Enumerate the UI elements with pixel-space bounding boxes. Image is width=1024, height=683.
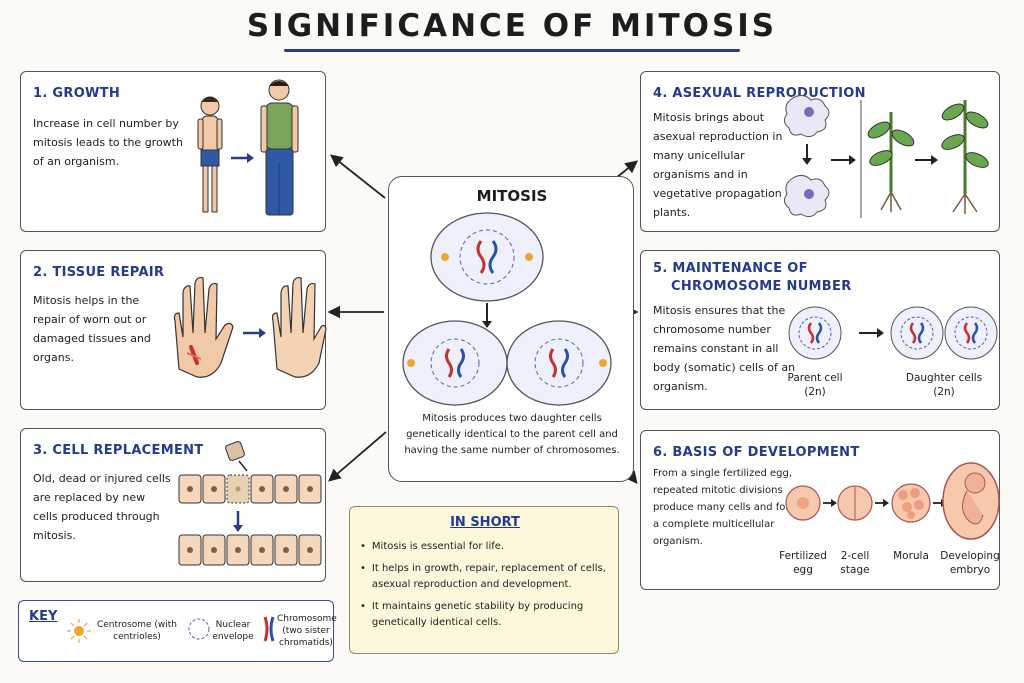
daughter-cells-label-text: Daughter cells xyxy=(905,372,983,384)
key-icons xyxy=(67,616,275,643)
card-chromosome-number: 5. MAINTENANCE OF CHROMOSOME NUMBER Mito… xyxy=(640,250,1000,410)
card-tissue-repair: 2. TISSUE REPAIR Mitosis helps in the re… xyxy=(20,250,327,410)
growth-text: Increase in cell number by mitosis leads… xyxy=(33,117,183,168)
parent-cell-icon xyxy=(430,212,544,302)
development-illustration xyxy=(785,462,1000,540)
growth-title: 1. GROWTH xyxy=(33,86,121,101)
chromosome-number-title-2: CHROMOSOME NUMBER xyxy=(671,279,852,294)
arrow-to-cell-replacement xyxy=(328,431,387,482)
development-text: From a single fertilized egg, repeated m… xyxy=(653,468,800,547)
in-short-box: IN SHORT • Mitosis is essential for life… xyxy=(349,506,619,654)
key-label-nuclear-envelope: Nuclear envelope xyxy=(212,620,254,642)
arrow-to-growth xyxy=(330,154,386,199)
developing-embryo-icon xyxy=(942,462,1000,540)
bullet-icon: • xyxy=(360,601,366,612)
tissue-repair-text: Mitosis helps in the repair of worn out … xyxy=(33,294,151,364)
new-cell-layer xyxy=(178,534,322,566)
in-short-point: • It maintains genetic stability by prod… xyxy=(360,599,612,631)
asexual-text: Mitosis brings about asexual reproductio… xyxy=(653,111,796,219)
card-cell-replacement: 3. CELL REPLACEMENT Old, dead or injured… xyxy=(20,428,326,582)
in-short-point-text: It helps in growth, repair, replacement … xyxy=(371,563,606,590)
card-growth: 1. GROWTH Increase in cell number by mit… xyxy=(20,71,326,232)
parent-cell-label: Parent cell (2n) xyxy=(783,371,847,399)
injured-hand-icon xyxy=(173,276,234,378)
old-cell-layer xyxy=(178,474,322,504)
chromosome-number-title-1: 5. MAINTENANCE OF xyxy=(653,261,808,276)
key-label-centrosome: Centrosome (with centrioles) xyxy=(96,620,178,642)
development-title: 6. BASIS OF DEVELOPMENT xyxy=(653,445,860,460)
stage-label-two-cell: 2-cell stage xyxy=(840,550,870,576)
chromosome-number-illustration xyxy=(788,306,998,360)
asexual-illustration xyxy=(783,94,989,218)
dead-cell-icon xyxy=(225,441,245,461)
stage-label-morula: Morula xyxy=(893,550,929,562)
daughter-cell-2n-right-icon xyxy=(944,306,998,360)
stage-label-embryo: Developing embryo xyxy=(940,550,1000,576)
bullet-icon: • xyxy=(360,541,366,552)
mitosis-heading: MITOSIS xyxy=(476,187,548,205)
cell-replacement-title: 3. CELL REPLACEMENT xyxy=(33,443,204,458)
page-title: SIGNIFICANCE OF MITOSIS xyxy=(246,8,778,44)
asexual-title: 4. ASEXUAL REPRODUCTION xyxy=(653,86,866,101)
tissue-repair-title: 2. TISSUE REPAIR xyxy=(33,265,165,280)
healed-hand-icon xyxy=(271,276,327,378)
stage-label-fertilized-egg: Fertilized egg xyxy=(779,550,827,576)
daughter-cells-label: Daughter cells (2n) xyxy=(899,371,989,399)
cell-replacement-text: Old, dead or injured cells are replaced … xyxy=(33,472,171,542)
growth-illustration xyxy=(197,79,299,216)
in-short-point: • It helps in growth, repair, replacemen… xyxy=(360,561,612,593)
parent-cell-ploidy: (2n) xyxy=(804,386,826,398)
centrosome-icon xyxy=(67,619,91,643)
mitosis-center-card: MITOSIS Mitosis produces two d xyxy=(388,176,634,482)
plant-small-icon xyxy=(867,112,915,212)
in-short-heading: IN SHORT xyxy=(450,515,520,530)
division-arrow-icon xyxy=(482,321,492,328)
morula-icon xyxy=(891,483,931,523)
child-figure-icon xyxy=(197,96,223,213)
fertilized-egg-icon xyxy=(785,485,821,521)
key-legend: KEY Centrosome (with centrioles) Nuclear… xyxy=(18,600,337,662)
bullet-icon: • xyxy=(360,563,366,574)
replacement-arrow-icon xyxy=(233,525,243,532)
adult-figure-icon xyxy=(260,79,299,216)
mitosis-diagram xyxy=(402,212,612,406)
growth-arrow-icon xyxy=(247,153,254,163)
key-heading: KEY xyxy=(29,609,58,624)
daughter-cells-ploidy: (2n) xyxy=(933,386,955,398)
in-short-list: • Mitosis is essential for life. • It he… xyxy=(360,539,612,631)
plant-large-icon xyxy=(941,100,989,214)
daughter-cell-left-icon xyxy=(402,320,508,406)
key-label-chromosome: Chromosome (two sister chromatids) xyxy=(277,614,337,648)
in-short-point: • Mitosis is essential for life. xyxy=(360,539,612,555)
chromosome-number-text: Mitosis ensures that the chromosome numb… xyxy=(653,304,796,393)
tissue-repair-illustration xyxy=(173,276,327,378)
in-short-point-text: It maintains genetic stability by produc… xyxy=(371,601,584,628)
cell-replacement-illustration xyxy=(178,441,322,566)
parent-cell-label-text: Parent cell xyxy=(787,372,843,384)
mitosis-description: Mitosis produces two daughter cells gene… xyxy=(404,413,620,456)
chromosome-icon xyxy=(263,616,275,642)
two-cell-stage-icon xyxy=(837,485,873,521)
daughter-cell-right-icon xyxy=(506,320,612,406)
parent-cell-2n-icon xyxy=(788,306,842,360)
repair-arrow-icon xyxy=(259,328,266,338)
card-asexual-reproduction: 4. ASEXUAL REPRODUCTION Mitosis brings a… xyxy=(640,71,1000,232)
daughter-cell-2n-left-icon xyxy=(890,306,944,360)
title-underline xyxy=(284,49,740,52)
amoeba-daughter-icon xyxy=(783,174,830,218)
amoeba-icon xyxy=(783,94,830,138)
card-development: 6. BASIS OF DEVELOPMENT From a single fe… xyxy=(640,430,1000,590)
in-short-point-text: Mitosis is essential for life. xyxy=(371,541,505,552)
nuclear-envelope-icon xyxy=(188,618,210,640)
